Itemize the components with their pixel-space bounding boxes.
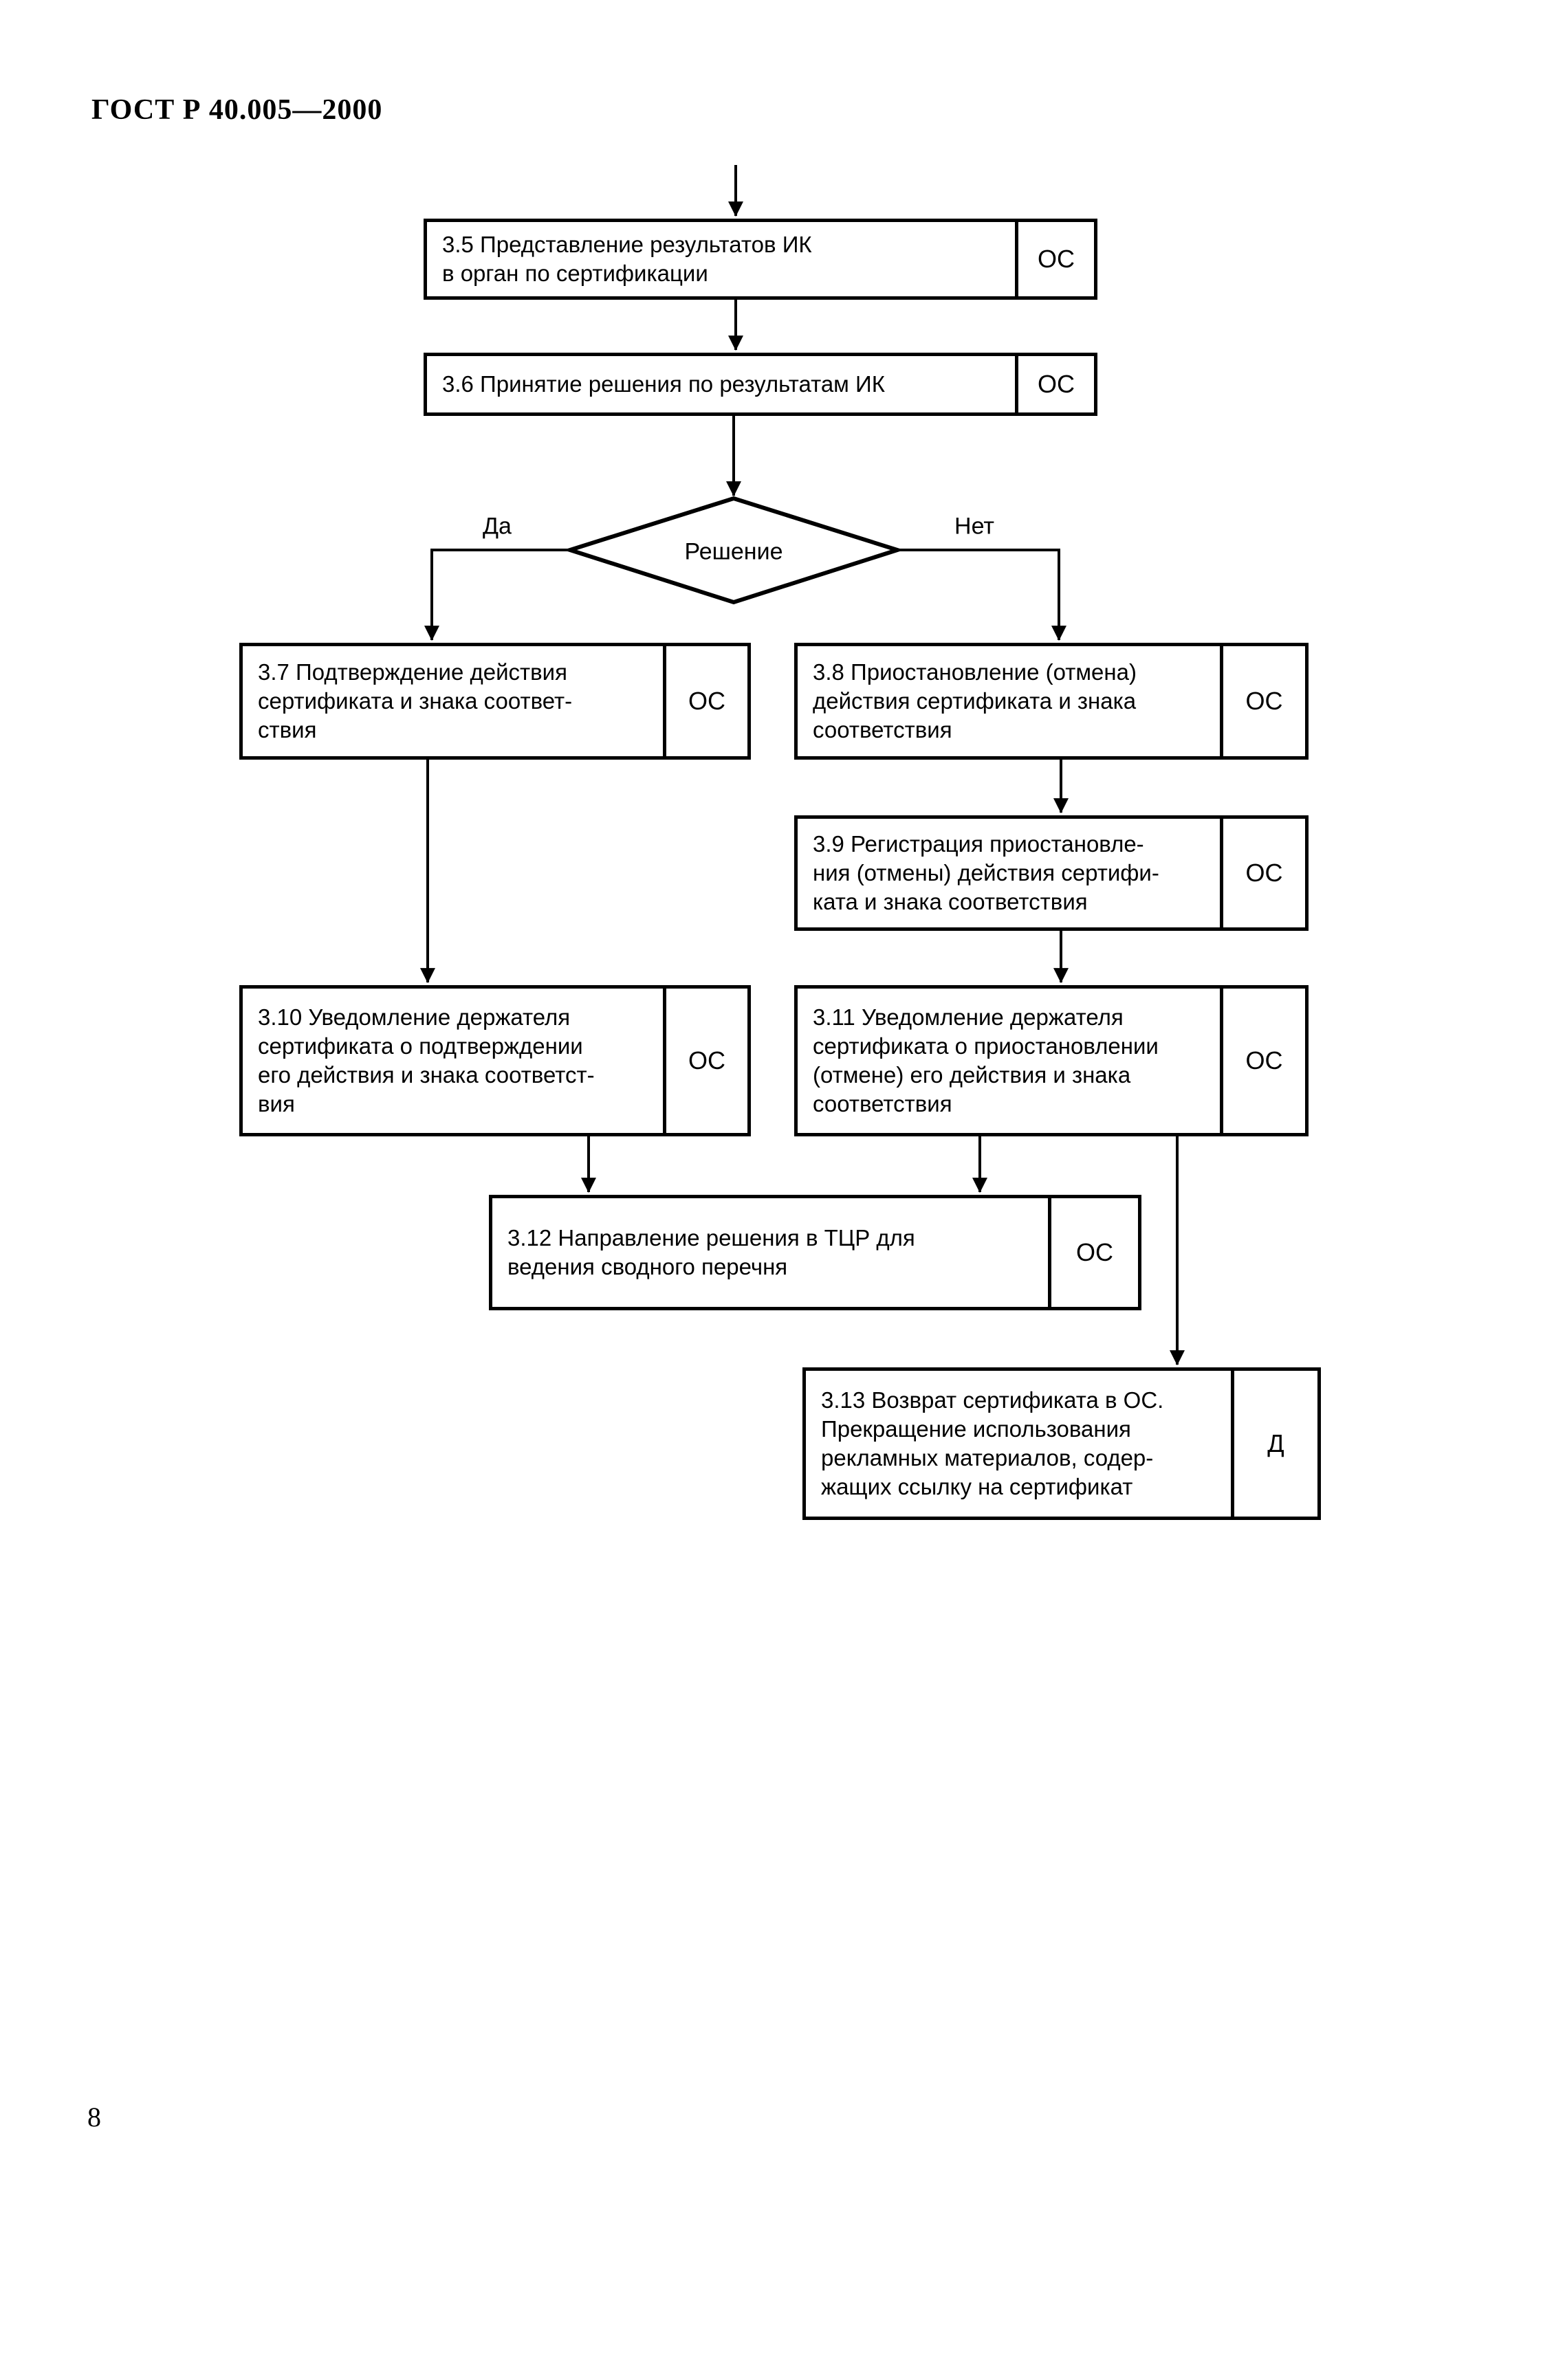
page-number: 8 <box>87 2102 101 2133</box>
flow-box-3-10-text: 3.10 Уведомление держателя сертификата о… <box>258 1004 595 1116</box>
flow-box-3-12-executor: ОС <box>1048 1198 1138 1307</box>
page-title: ГОСТ Р 40.005—2000 <box>91 94 383 126</box>
flow-box-3-8-text: 3.8 Приостановление (отмена) действия се… <box>813 659 1137 742</box>
decision-label: Решение <box>684 538 783 565</box>
flow-box-3-13-text: 3.13 Возврат сертификата в ОС. Прекращен… <box>821 1387 1164 1499</box>
flow-box-3-5: 3.5 Представление результатов ИК в орган… <box>424 219 1097 300</box>
branch-no-line <box>897 549 1066 641</box>
flow-box-3-12-text: 3.12 Направление решения в ТЦР для веден… <box>507 1225 915 1279</box>
decision-diamond <box>563 496 904 605</box>
flow-box-3-7-text: 3.7 Подтверждение действия сертификата и… <box>258 659 573 742</box>
branch-no-label: Нет <box>954 513 994 540</box>
flow-box-3-8: 3.8 Приостановление (отмена) действия се… <box>794 643 1309 760</box>
flow-box-3-13: 3.13 Возврат сертификата в ОС. Прекращен… <box>802 1367 1321 1520</box>
flow-box-3-11: 3.11 Уведомление держателя сертификата о… <box>794 985 1309 1136</box>
flow-box-3-9: 3.9 Регистрация приостановле- ния (отмен… <box>794 815 1309 931</box>
flow-box-3-7: 3.7 Подтверждение действия сертификата и… <box>239 643 751 760</box>
flow-box-3-11-executor: ОС <box>1220 989 1305 1133</box>
flow-box-3-13-executor: Д <box>1231 1371 1317 1517</box>
flow-box-3-10-executor: ОС <box>663 989 747 1133</box>
flow-box-3-9-text: 3.9 Регистрация приостановле- ния (отмен… <box>813 831 1159 914</box>
branch-yes-label: Да <box>483 513 512 540</box>
flow-box-3-7-executor: ОС <box>663 646 747 756</box>
flow-box-3-8-executor: ОС <box>1220 646 1305 756</box>
flow-box-3-9-executor: ОС <box>1220 819 1305 927</box>
flow-box-3-5-executor: ОС <box>1015 222 1094 296</box>
flow-box-3-5-text: 3.5 Представление результатов ИК в орган… <box>442 232 812 286</box>
flow-box-3-11-text: 3.11 Уведомление держателя сертификата о… <box>813 1004 1159 1116</box>
flow-box-3-12: 3.12 Направление решения в ТЦР для веден… <box>489 1195 1141 1310</box>
flow-box-3-6-text: 3.6 Принятие решения по результатам ИК <box>442 371 885 397</box>
branch-yes-line <box>424 549 570 641</box>
flow-box-3-10: 3.10 Уведомление держателя сертификата о… <box>239 985 751 1136</box>
flow-box-3-6-executor: ОС <box>1015 356 1094 412</box>
flow-box-3-6: 3.6 Принятие решения по результатам ИК О… <box>424 353 1097 416</box>
